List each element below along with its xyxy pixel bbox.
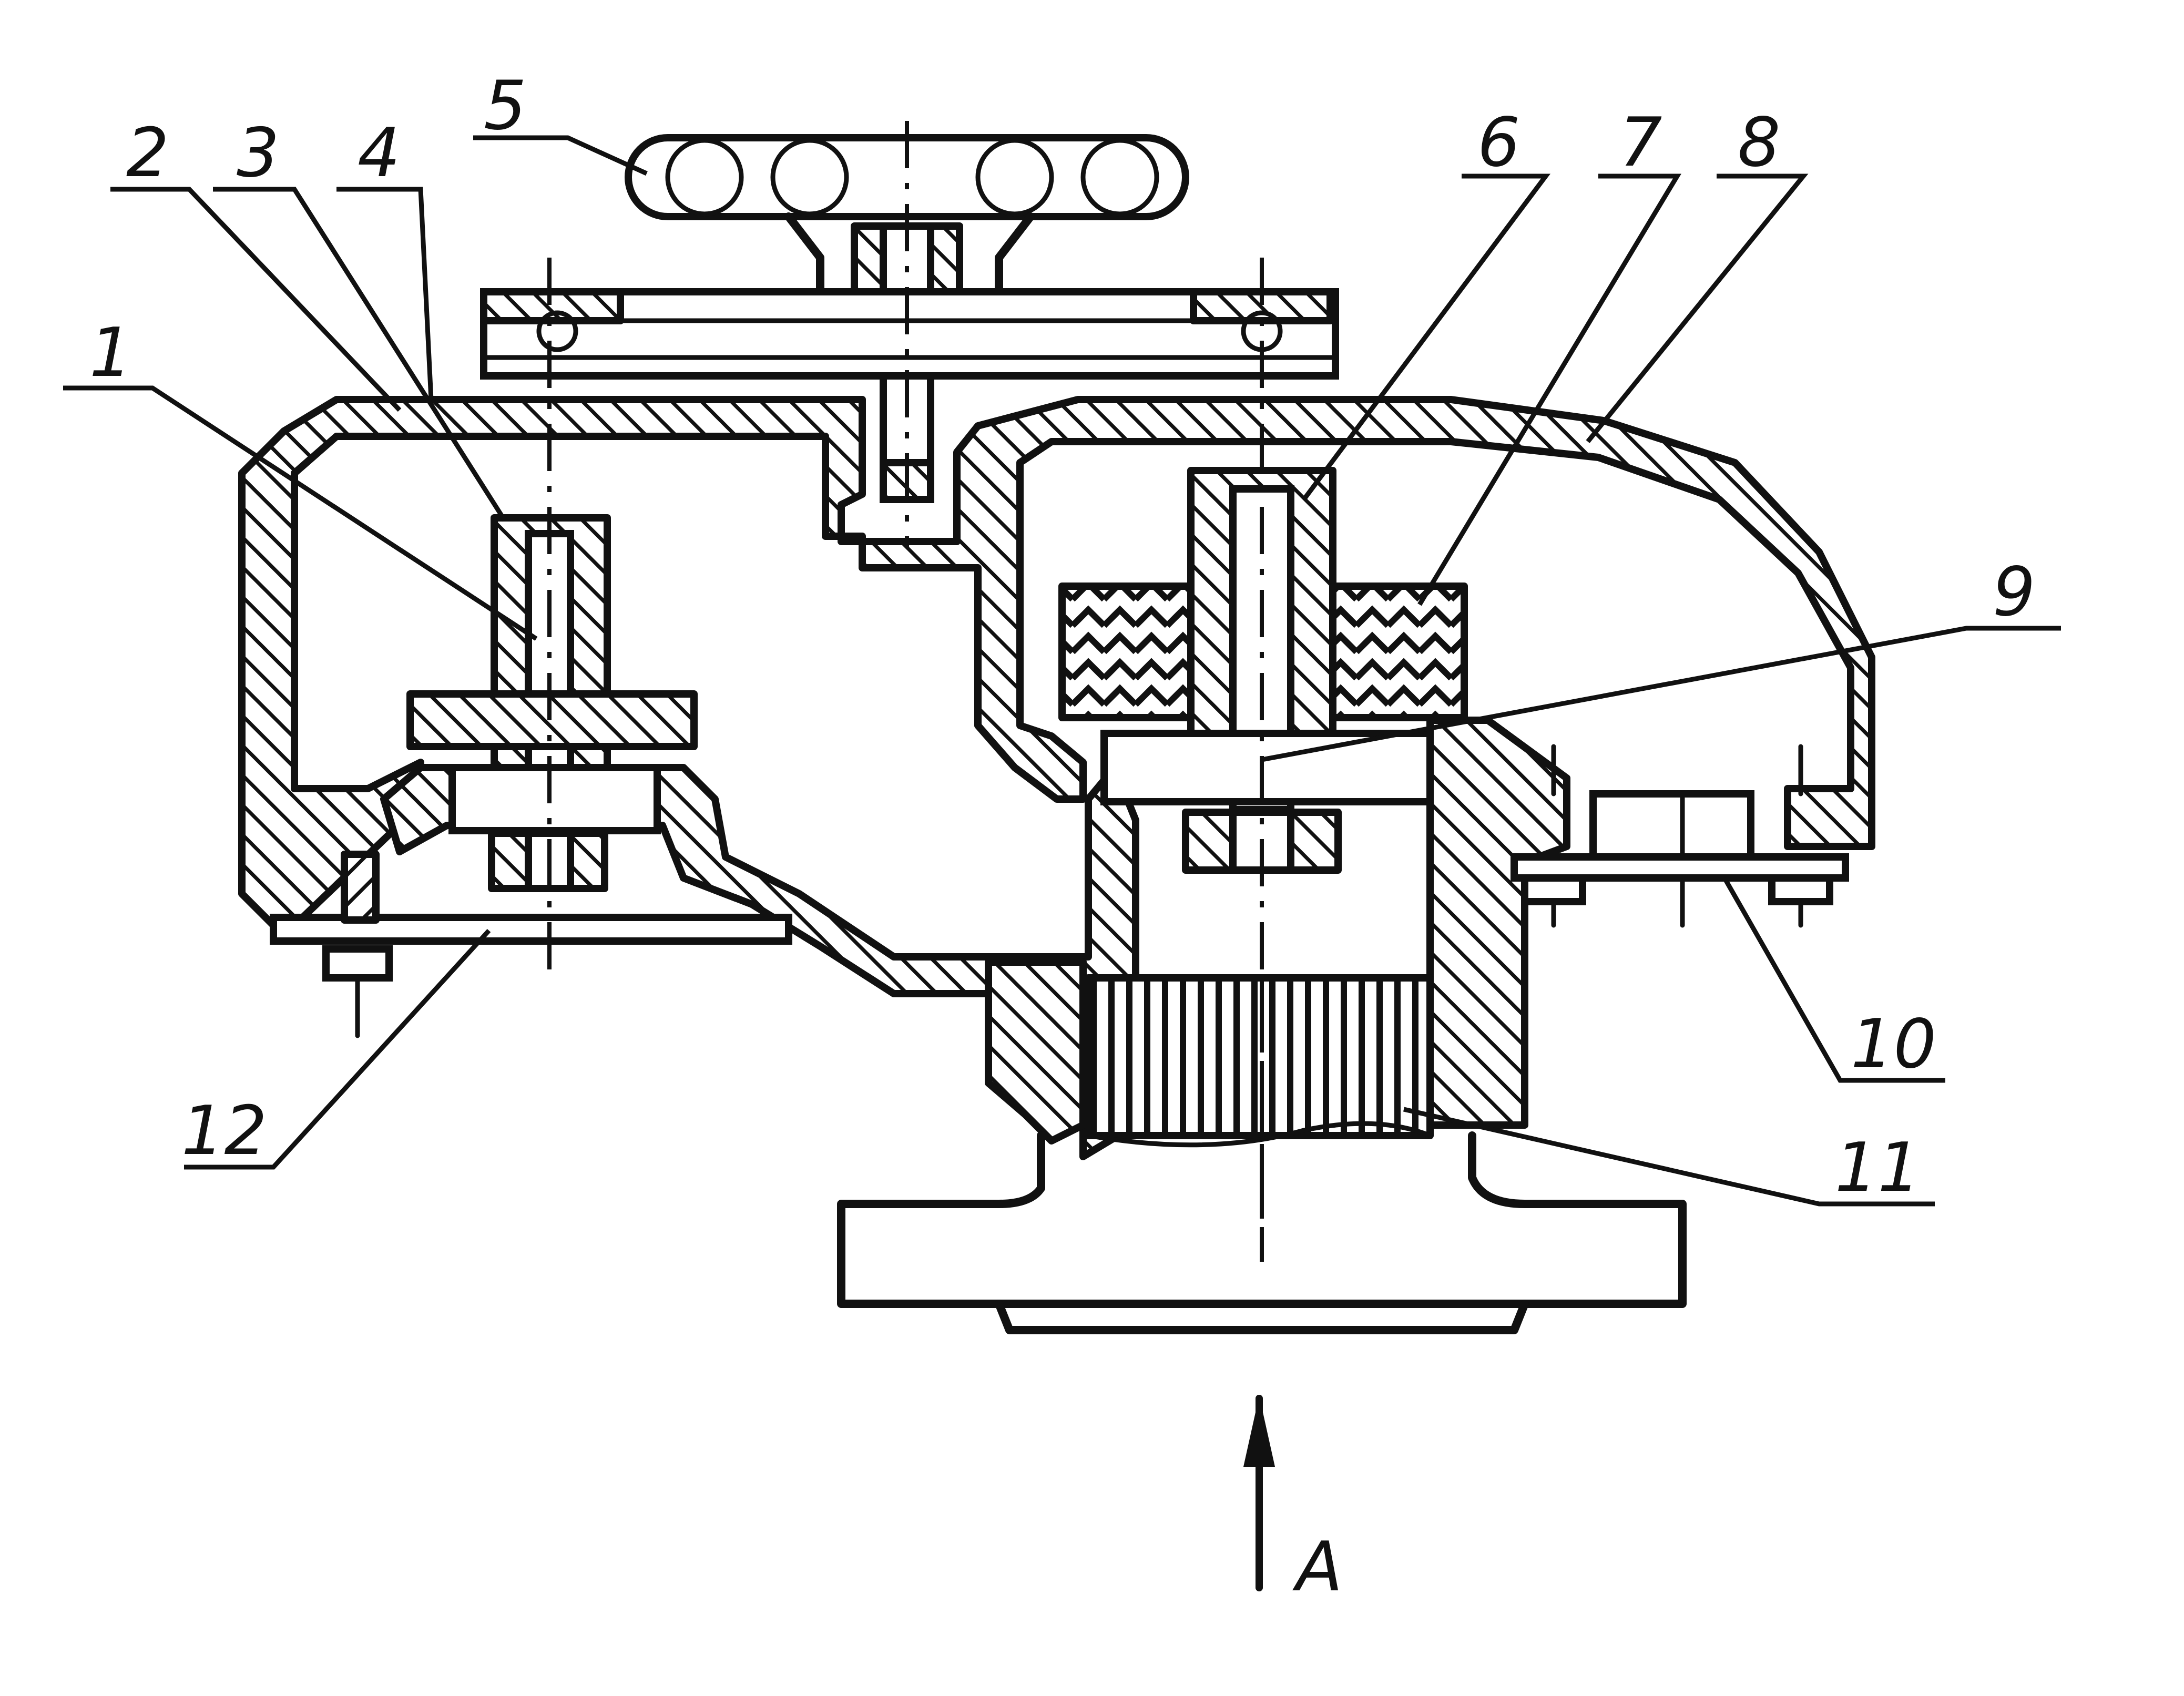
left-shaft-assembly — [406, 514, 698, 892]
callout-9: 9 — [1993, 553, 2035, 631]
leader-lines — [63, 135, 2061, 1207]
callout-2: 2 — [126, 114, 169, 192]
callout-1: 1 — [89, 314, 132, 392]
top-cover-plate — [480, 288, 1339, 380]
leader-6 — [1302, 173, 1550, 501]
callout-labels: 1 2 3 4 5 6 7 8 9 10 11 12 — [89, 67, 2035, 1207]
center-axes — [547, 121, 1264, 1262]
gland-packing — [1085, 974, 1434, 1148]
callout-6: 6 — [1477, 104, 1520, 182]
callout-10: 10 — [1851, 1005, 1936, 1084]
callout-11: 11 — [1835, 1129, 1921, 1207]
callout-7: 7 — [1619, 104, 1662, 182]
callout-3: 3 — [237, 114, 279, 192]
leader-9 — [1261, 626, 2061, 762]
leader-1 — [63, 385, 538, 641]
leader-2 — [110, 187, 402, 412]
leader-10 — [1722, 876, 1945, 1083]
leader-3 — [213, 187, 507, 522]
view-arrow-a: A — [1243, 1395, 1343, 1607]
leader-8 — [1586, 173, 1809, 443]
right-bottom-cover — [1511, 744, 1849, 928]
leader-4 — [336, 187, 434, 400]
leader-7 — [1417, 173, 1681, 606]
leader-11 — [1403, 1107, 1935, 1207]
callout-12: 12 — [181, 1092, 267, 1170]
callout-8: 8 — [1738, 104, 1780, 182]
callout-5: 5 — [484, 67, 526, 145]
callout-4: 4 — [358, 114, 400, 192]
bottom-flange — [837, 1131, 1687, 1334]
view-label-a: A — [1292, 1527, 1343, 1607]
leader-5 — [473, 135, 648, 176]
leader-12 — [184, 928, 491, 1170]
left-bottom-cover — [270, 851, 792, 1038]
